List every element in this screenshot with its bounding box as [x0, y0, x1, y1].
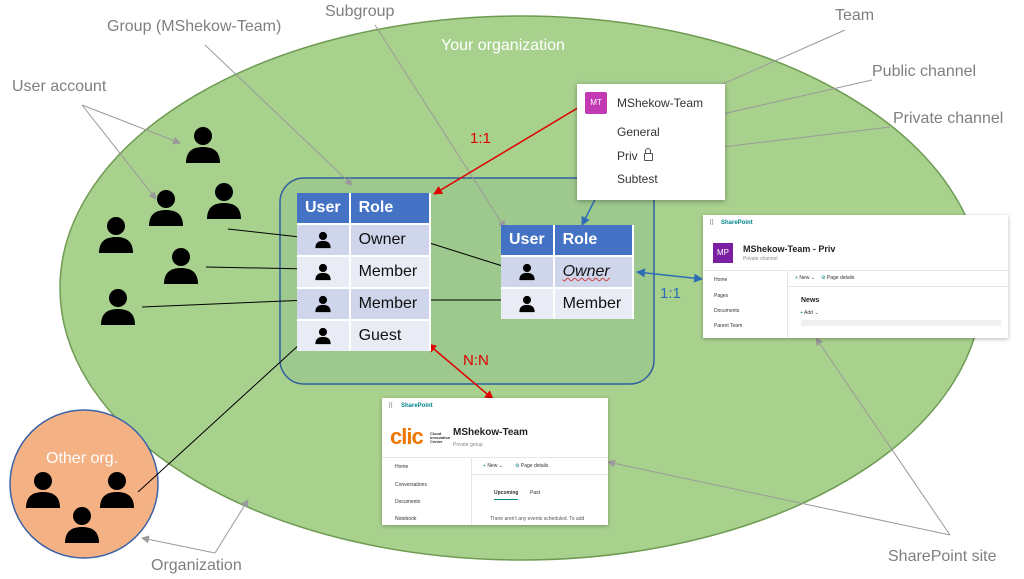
new-label: New: [799, 275, 810, 281]
nav-parent-team[interactable]: Parent Team: [714, 323, 743, 329]
nav-conversations[interactable]: Conversations: [395, 482, 427, 488]
new-button[interactable]: + New ⌄: [483, 463, 503, 469]
lock-icon: [643, 148, 653, 161]
teams-panel: MT MShekow-Team General Priv Subtest: [577, 84, 725, 200]
plus-icon: +: [795, 275, 798, 281]
nav-documents[interactable]: Documents: [714, 308, 740, 314]
private-channel-label: Private channel: [893, 110, 1004, 127]
channel-priv[interactable]: Priv: [617, 148, 653, 163]
chevron-down-icon: ⌄: [498, 463, 503, 469]
group-site-ratio: N:N: [463, 352, 489, 369]
subgroup-role-header: Role: [553, 225, 635, 256]
site-avatar: MP: [713, 243, 733, 263]
table-row: Owner: [297, 223, 432, 256]
table-row: Member: [297, 255, 432, 288]
team-group-ratio: 1:1: [470, 130, 491, 147]
gear-icon: ⚙: [821, 275, 826, 281]
tab-upcoming[interactable]: Upcoming: [494, 490, 519, 500]
plus-icon: +: [483, 463, 486, 469]
group-site-arrow: [427, 343, 494, 400]
role-cell: Member: [349, 255, 432, 288]
other-org-circle: [9, 409, 159, 559]
page-details-label: Page details: [520, 463, 549, 469]
role-cell: Guest: [349, 319, 432, 351]
table-row: Member: [501, 287, 635, 319]
site-title: MShekow-Team: [453, 427, 528, 438]
nav-notebook[interactable]: Notebook: [395, 516, 417, 522]
other-org-label: Other org.: [46, 450, 119, 467]
app-launcher-icon[interactable]: ⠿: [709, 220, 714, 227]
subgroup-user-header: User: [501, 225, 555, 256]
site-logo-subtitle: Cloud Innovation Center: [430, 431, 451, 444]
group-role-table: User Role Owner Member Member Guest: [297, 193, 432, 351]
new-label: New: [487, 463, 498, 469]
plus-icon: +: [800, 310, 803, 316]
new-button[interactable]: + New ⌄: [795, 275, 815, 281]
subgroup-label: Subgroup: [325, 3, 395, 20]
role-cell: Member: [349, 287, 432, 320]
membership-arrows: [137, 228, 513, 493]
role-cell: Owner: [349, 223, 432, 256]
gear-icon: ⚙: [515, 463, 520, 469]
subgroup-site-arrow: [636, 268, 703, 283]
channel-priv-label: Priv: [617, 149, 638, 163]
table-row: Owner: [501, 255, 635, 288]
site-subtitle: Private channel: [743, 256, 778, 262]
sharepoint-brand[interactable]: SharePoint: [721, 220, 753, 226]
group-label: Group (MShekow-Team): [107, 18, 282, 35]
sharepoint-brand[interactable]: SharePoint: [401, 403, 433, 409]
nav-home[interactable]: Home: [395, 464, 409, 470]
team-label: Team: [835, 7, 875, 24]
your-organization-label: Your organization: [441, 37, 565, 54]
group-role-header: Role: [349, 193, 432, 224]
sharepoint-private-site: ⠿ SharePoint MP MShekow-Team - Priv Priv…: [703, 215, 1008, 338]
subgroup-role-table: User Role Owner Member: [501, 225, 635, 319]
nav-documents[interactable]: Documents: [395, 499, 421, 505]
user-account-label: User account: [12, 78, 107, 95]
public-channel-label: Public channel: [872, 63, 977, 80]
channel-general[interactable]: General: [617, 125, 660, 139]
site-subtitle: Private group: [453, 442, 483, 448]
user-icon: [314, 231, 332, 249]
team-group-arrow: [433, 102, 587, 195]
sharepoint-site-label: SharePoint site: [888, 548, 997, 565]
site-logo: clic: [390, 424, 424, 449]
news-heading: News: [801, 297, 820, 304]
chevron-down-icon: ⌄: [814, 310, 819, 316]
user-icon: [314, 263, 332, 281]
user-icon: [518, 263, 536, 281]
add-news-button[interactable]: + Add ⌄: [800, 310, 819, 316]
add-label: Add: [804, 310, 813, 316]
user-icon: [518, 295, 536, 313]
role-cell: Owner: [562, 263, 610, 280]
site-title: MShekow-Team - Priv: [743, 244, 836, 254]
group-user-header: User: [297, 193, 351, 224]
tab-past[interactable]: Past: [530, 490, 541, 496]
chevron-down-icon: ⌄: [810, 275, 815, 281]
role-cell: Member: [553, 287, 635, 319]
page-details-label: Page details: [826, 275, 855, 281]
user-icon: [314, 295, 332, 313]
nav-home[interactable]: Home: [714, 277, 728, 283]
page-details-button[interactable]: ⚙ Page details: [515, 463, 548, 469]
channel-subtest[interactable]: Subtest: [617, 172, 658, 186]
team-avatar[interactable]: MT: [585, 92, 607, 114]
table-row: Guest: [297, 319, 432, 351]
organization-label: Organization: [151, 557, 242, 574]
sharepoint-group-site: ⠿ SharePoint clic Cloud Innovation Cente…: [382, 398, 608, 525]
empty-events-text: There aren't any events scheduled. To ad…: [490, 516, 585, 522]
private-site-ratio: 1:1: [660, 285, 681, 302]
team-name[interactable]: MShekow-Team: [617, 96, 704, 110]
page-details-button[interactable]: ⚙ Page details: [821, 275, 854, 281]
nav-pages[interactable]: Pages: [714, 293, 729, 299]
user-icon: [314, 327, 332, 345]
app-launcher-icon[interactable]: ⠿: [388, 403, 393, 410]
table-row: Member: [297, 287, 432, 320]
